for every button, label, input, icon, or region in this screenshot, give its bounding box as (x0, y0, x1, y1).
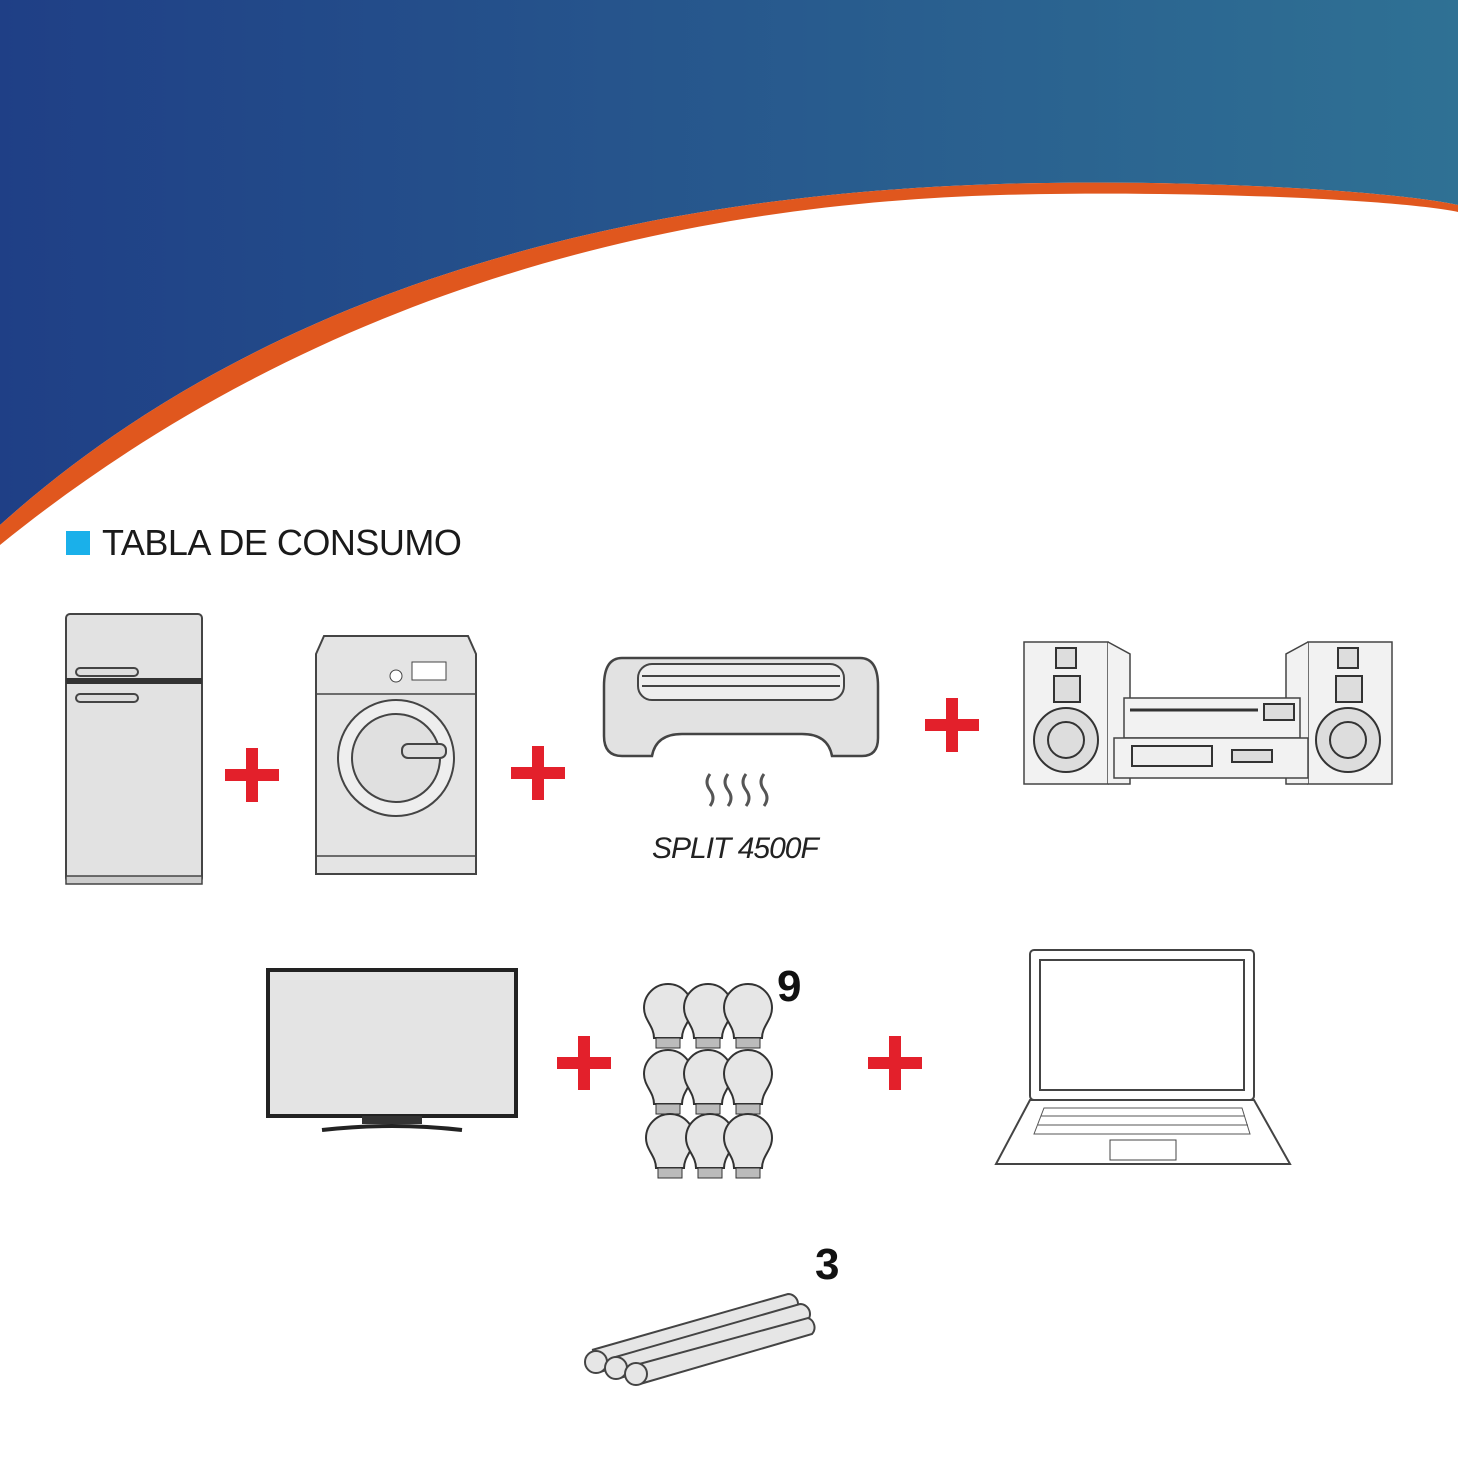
light-bulbs-icon (643, 983, 773, 1179)
laptop-icon (994, 949, 1292, 1165)
title-bullet-icon (66, 531, 90, 555)
plus-icon (557, 1036, 611, 1090)
plus-icon (925, 698, 979, 752)
plus-icon (868, 1036, 922, 1090)
plus-icon (511, 746, 565, 800)
header-banner (0, 0, 1458, 600)
title-text: TABLA DE CONSUMO (102, 522, 462, 563)
plus-icon (225, 748, 279, 802)
air-conditioner-icon (602, 656, 880, 807)
stereo-icon (1023, 641, 1393, 785)
fridge-icon (65, 613, 203, 885)
washing-machine-icon (315, 635, 477, 875)
tv-icon (266, 968, 518, 1132)
section-title: TABLA DE CONSUMO (66, 522, 462, 564)
fluorescent-tubes-icon (584, 1292, 816, 1386)
tube-count: 3 (815, 1240, 840, 1289)
ac-model-label: SPLIT 4500F (652, 832, 819, 865)
bulb-count: 9 (777, 962, 802, 1011)
